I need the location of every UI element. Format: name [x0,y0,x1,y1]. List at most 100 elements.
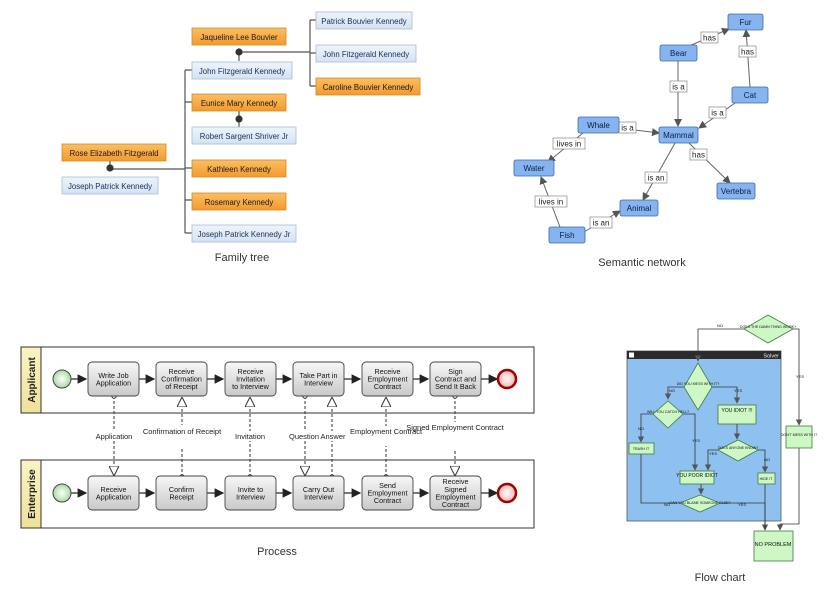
task-label: Employment [436,492,476,501]
task-label: to Interview [232,382,270,391]
person-shriver: Robert Sargent Shriver Jr [191,126,297,145]
person-name: Caroline Bouvier Kennedy [323,83,414,92]
person-jfk-jr: John Fitzgerald Kennedy [315,44,417,63]
person-eunice: Eunice Mary Kennedy [191,93,287,112]
task-label: Application [96,378,131,387]
lane-label: Enterprise [27,469,38,519]
flow-text: CAN YOU BLAME SOMEONE ELSE? [669,501,730,505]
lane-label: Applicant [27,357,38,403]
flow-text: YOU IDIOT !!! [721,408,752,414]
edge-label-cat-mammal: is a [708,106,727,119]
svg-text:Mammal: Mammal [663,131,694,140]
task-label: Interview [304,492,334,501]
svg-text:Fur: Fur [740,18,752,27]
svg-text:Whale: Whale [587,121,610,130]
flow-text: NO PROBLEM [755,542,792,548]
node-fur: Fur [727,13,764,31]
svg-text:is an: is an [648,174,665,183]
task-label: Receive [375,367,401,376]
message-label-employment-contract: Employment Contract [350,427,423,436]
window-title: Solver [763,354,779,360]
svg-text:Cat: Cat [744,91,757,100]
person-rosemary: Rosemary Kennedy [191,192,287,211]
message-label-confirmation: Confirmation of Receipt [143,427,222,436]
task-label: Sign [448,367,462,376]
svg-text:Animal: Animal [627,204,652,213]
window-titlebar [627,351,781,359]
edge-label-bear-mammal: is a [669,80,688,93]
node-mammal: Mammal [658,126,699,144]
person-name: Jaqueline Lee Bouvier [200,33,278,42]
flow-label-no: NO [764,457,770,462]
edge-label-fish-animal: is an [589,216,613,229]
person-name: Rosemary Kennedy [205,198,274,207]
flow-label-no: NO [664,502,670,507]
start-event [52,369,72,389]
person-patrick-bouvier: Patrick Bouvier Kennedy [315,11,413,30]
box-you-poor-idiot [679,470,715,485]
message-label-signed-contract: Signed Employment Contract [406,423,504,432]
flow-label-no: NO [669,388,675,393]
flow-text: DOES THE DAMN THING WORK? [740,325,796,329]
node-vertebra: Vertebra [716,182,756,200]
message-label-question: Question [289,432,319,441]
person-name: Kathleen Kennedy [207,165,271,174]
window-icon [629,352,634,358]
box-dont-mess [785,425,813,449]
task-label: Application [96,492,131,501]
node-water: Water [513,159,555,177]
task-label: Take Part in [300,371,338,380]
end-event [496,368,518,390]
family-tree: Patrick Bouvier Kennedy Jaqueline Lee Bo… [61,11,421,264]
flow-label-yes: YES [692,438,700,443]
task-label: Confirmation [161,375,202,384]
flow-label-yes: YES [738,502,746,507]
task-label: Send [379,481,396,490]
decision-does-it-work [743,314,794,344]
edge-label-whale-mammal: is a [618,121,637,134]
svg-text:Water: Water [523,164,544,173]
flow-chart: Solver NO YES NO YES NO YES YES N [626,314,818,584]
svg-text:Fish: Fish [559,231,574,240]
edge-label-whale-water: lives in [552,137,586,150]
flow-label-yes: YES [734,388,742,393]
flow-text: DOES ANYONE KNOW? [718,446,758,450]
flow-text: YOU POOR IDIOT [676,473,718,479]
person-name: John Fitzgerald Kennedy [323,50,409,59]
task-label: of Receipt [165,382,197,391]
task-label: Contract and [435,375,476,384]
person-rose: Rose Elizabeth Fitzgerald [61,143,167,162]
node-animal: Animal [619,199,659,217]
task-label: Send It Back [435,382,476,391]
task-label: Confirm [169,485,194,494]
task-label: Receipt [169,492,193,501]
person-name: Robert Sargent Shriver Jr [200,132,289,141]
svg-text:lives in: lives in [539,198,563,207]
flow-label-no: NO [638,426,644,431]
task-label: Signed [444,485,466,494]
edge-label-cat-fur: has [738,45,757,58]
end-event [496,482,518,504]
person-name: Joseph Patrick Kennedy Jr [198,230,291,239]
box-you-idiot [717,404,757,425]
person-name: Patrick Bouvier Kennedy [321,17,406,26]
person-joseph: Joseph Patrick Kennedy [61,176,159,195]
task-label: Interview [236,492,266,501]
svg-text:lives in: lives in [557,140,581,149]
person-name: Rose Elizabeth Fitzgerald [70,149,159,158]
decision-did-you-mess [683,362,713,411]
process-diagram: Applicant Enterprise [20,346,535,558]
person-caroline: Caroline Bouvier Kennedy [315,77,421,96]
svg-text:is a: is a [711,109,724,118]
